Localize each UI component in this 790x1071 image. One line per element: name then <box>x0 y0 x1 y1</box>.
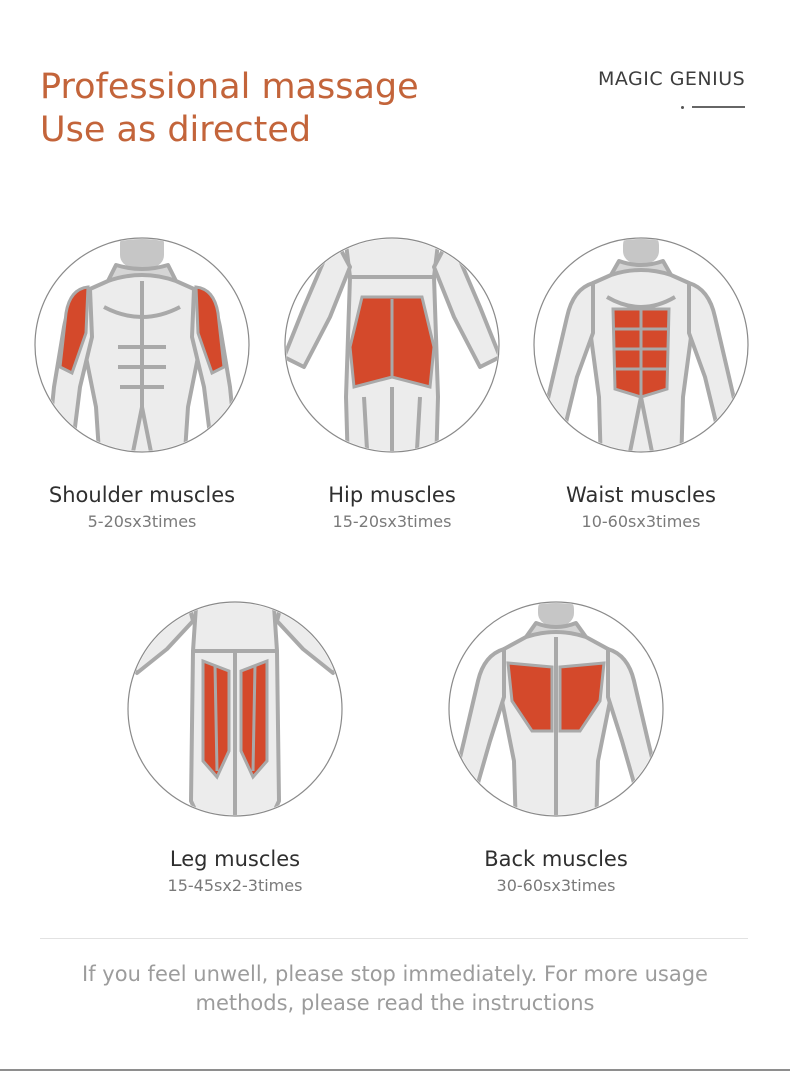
back-muscles-icon <box>448 601 664 817</box>
shoulder-muscles-icon <box>34 237 250 453</box>
muscle-duration: 15-45sx2-3times <box>167 876 303 896</box>
muscle-name: Leg muscles <box>169 847 301 871</box>
brand-underline <box>692 106 745 108</box>
muscle-duration: 10-60sx3times <box>581 512 701 532</box>
muscle-duration: 5-20sx3times <box>87 512 197 532</box>
muscle-card-waist: Waist muscles 10-60sx3times <box>521 237 761 531</box>
brand-name: MAGIC GENIUS <box>598 68 746 90</box>
brand-dot <box>681 106 684 109</box>
divider <box>40 938 748 939</box>
muscle-card-hip: Hip muscles 15-20sx3times <box>272 237 512 531</box>
muscle-card-leg: Leg muscles 15-45sx2-3times <box>115 601 355 895</box>
muscle-name: Back muscles <box>484 847 628 871</box>
bottom-border <box>0 1069 790 1071</box>
title-line-2: Use as directed <box>40 110 312 150</box>
muscle-name: Waist muscles <box>566 483 716 507</box>
leg-muscles-icon <box>127 601 343 817</box>
hip-muscles-icon <box>284 237 500 453</box>
title-line-1: Professional massage <box>40 67 419 107</box>
muscle-card-shoulder: Shoulder muscles 5-20sx3times <box>22 237 262 531</box>
muscle-card-back: Back muscles 30-60sx3times <box>436 601 676 895</box>
usage-notice: If you feel unwell, please stop immediat… <box>82 962 708 1016</box>
muscle-name: Shoulder muscles <box>48 483 236 507</box>
muscle-duration: 15-20sx3times <box>332 512 452 532</box>
muscle-duration: 30-60sx3times <box>496 876 616 896</box>
muscle-name: Hip muscles <box>328 483 456 507</box>
waist-muscles-icon <box>533 237 749 453</box>
